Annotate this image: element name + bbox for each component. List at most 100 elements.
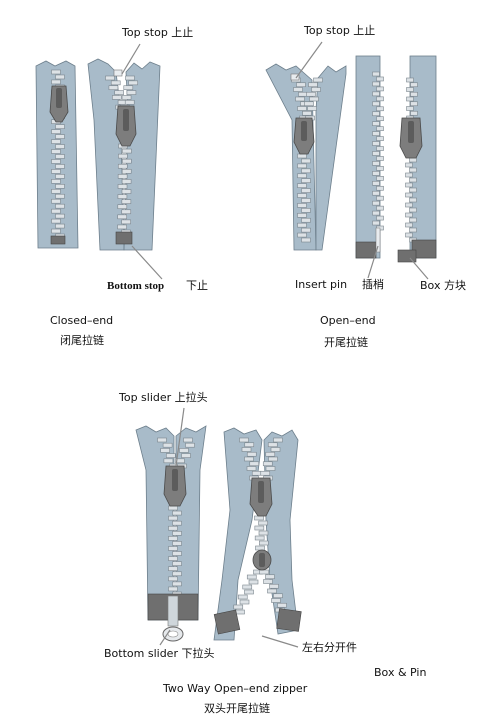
label-insert-pin: Insert pin xyxy=(295,278,347,291)
zipper-tooth xyxy=(172,520,182,526)
zipper-tooth xyxy=(376,146,384,151)
zipper-tooth xyxy=(372,220,380,226)
zipper-tooth xyxy=(259,569,269,575)
zipper-tooth xyxy=(235,609,245,615)
zipper-tooth xyxy=(301,227,311,233)
zipper-tooth xyxy=(409,217,417,223)
zipper-tooth xyxy=(114,90,124,95)
zipper-tooth xyxy=(254,535,265,541)
zipper-tooth xyxy=(405,212,413,218)
zipper-tooth xyxy=(121,95,132,100)
zipper-tooth xyxy=(121,189,132,194)
zipper-tooth xyxy=(301,168,311,174)
zipper-tooth xyxy=(166,453,176,458)
zipper-tooth xyxy=(409,227,417,233)
zipper-tooth xyxy=(301,198,311,203)
zipper-tooth xyxy=(126,90,137,95)
twoway-right-tape xyxy=(213,427,263,641)
zipper-tooth xyxy=(168,576,178,582)
zipper-tooth xyxy=(297,183,307,188)
zipper-tooth xyxy=(405,182,413,188)
two-way-zipper-open xyxy=(213,427,302,641)
zipper-tooth xyxy=(242,584,253,590)
zipper-tooth xyxy=(405,172,413,178)
zipper-tooth xyxy=(123,85,134,91)
zipper-tooth xyxy=(51,218,61,224)
zipper-tooth xyxy=(376,76,384,82)
zipper-tooth xyxy=(175,458,185,464)
zipper-tooth xyxy=(246,466,257,471)
closed-right-bottom-stop xyxy=(115,231,133,245)
zipper-tooth xyxy=(410,101,418,107)
zipper-tooth xyxy=(372,200,380,206)
zipper-tooth xyxy=(376,96,384,102)
zipper-tooth xyxy=(246,451,257,457)
closed-left-pull-tab xyxy=(56,88,62,108)
zipper-tooth xyxy=(267,588,277,594)
zipper-tooth xyxy=(179,448,189,453)
zipper-tooth xyxy=(168,556,178,561)
two-way-zipper-closed xyxy=(135,425,207,642)
zipper-tooth xyxy=(258,530,269,536)
label-top-stop-2: Top stop 上止 xyxy=(303,24,375,37)
zipper-tooth xyxy=(121,199,132,204)
zipper-tooth xyxy=(265,451,276,457)
pointer-separator xyxy=(261,635,299,648)
zipper-tooth xyxy=(376,215,384,221)
label-bottom-stop: Bottom stop xyxy=(107,280,164,292)
zipper-tooth xyxy=(128,80,138,86)
zipper-tooth xyxy=(55,193,65,199)
zipper-tooth xyxy=(265,466,276,471)
zipper-tooth xyxy=(55,174,65,179)
open-box-chain xyxy=(405,77,418,243)
zipper-tooth xyxy=(376,195,384,201)
caption-twoway-cn: 双头开尾拉链 xyxy=(204,701,270,715)
zipper-tooth xyxy=(372,101,380,107)
zipper-tooth xyxy=(406,96,414,102)
zipper-tooth xyxy=(372,151,380,156)
zipper-tooth xyxy=(55,74,65,80)
zipper-tooth xyxy=(372,141,380,146)
zipper-tooth xyxy=(302,110,312,116)
zipper-tooth xyxy=(376,156,384,161)
zipper-tooth xyxy=(301,237,311,243)
zipper-tooth xyxy=(297,232,307,238)
zipper-tooth xyxy=(244,442,255,448)
zipper-tooth xyxy=(410,110,418,116)
zipper-tooth xyxy=(51,228,61,234)
zipper-tooth xyxy=(168,525,178,531)
zipper-tooth xyxy=(304,101,314,107)
twoway-left-chain xyxy=(157,437,195,597)
zipper-tooth xyxy=(376,106,384,112)
zipper-tooth xyxy=(297,193,307,198)
zipper-tooth xyxy=(244,456,254,462)
label-insert-pin-cn: 插梢 xyxy=(362,277,384,291)
zipper-tooth xyxy=(55,164,65,169)
zipper-tooth xyxy=(117,224,127,230)
zipper-tooth xyxy=(172,510,182,516)
closed-left-bottom-stop xyxy=(50,235,66,245)
zipper-tooth xyxy=(55,203,65,209)
zipper-tooth xyxy=(239,437,249,443)
zipper-tooth xyxy=(297,153,307,159)
zipper-tooth xyxy=(163,458,174,464)
zipper-tooth xyxy=(121,168,132,174)
zipper-tooth xyxy=(306,91,316,97)
zipper-tooth xyxy=(121,179,132,184)
twoway-ring-hole xyxy=(167,630,179,638)
zipper-tooth xyxy=(112,95,122,100)
zipper-tooth xyxy=(108,85,119,91)
zipper-tooth xyxy=(239,599,250,605)
zipper-tooth xyxy=(376,166,384,171)
zipper-tooth xyxy=(124,99,135,105)
zipper-tooth xyxy=(372,131,380,136)
zipper-tooth xyxy=(121,209,132,215)
open-end-zipper xyxy=(265,55,437,263)
zipper-tooth xyxy=(273,437,283,443)
zipper-tooth xyxy=(309,96,319,102)
pointer-bottom-slider xyxy=(159,629,171,646)
zipper-tooth xyxy=(168,505,178,511)
zipper-tooth xyxy=(51,179,61,184)
zipper-tooth xyxy=(298,91,308,97)
